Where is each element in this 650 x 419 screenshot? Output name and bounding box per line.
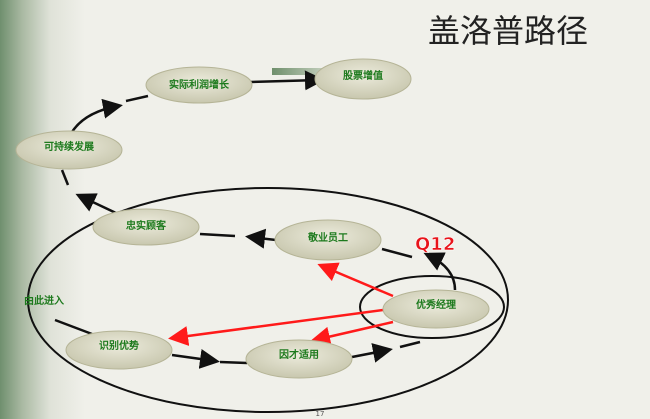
node-label: 可持续发展 — [44, 140, 94, 153]
q12-callout: Q12 — [415, 234, 455, 255]
accent-bar — [272, 68, 332, 75]
red-arrow-to-fit — [310, 320, 394, 347]
node-right-fit: 因才适用 — [245, 339, 353, 379]
node-identify-strengths: 识别优势 — [65, 330, 173, 370]
node-great-manager: 优秀经理 — [382, 289, 490, 329]
arrow-fit-to-manager — [351, 343, 393, 363]
arrow-manager-to-engaged — [423, 252, 457, 291]
slide-title: 盖洛普路径 — [428, 12, 588, 50]
arrow-strengths-to-fit — [171, 349, 220, 369]
node-label: 识别优势 — [99, 339, 139, 352]
red-arrow-to-strengths — [168, 308, 384, 346]
arrow-entry — [54, 318, 93, 336]
manager-influence-arrows — [168, 262, 394, 347]
arrow-loyal-to-sustain — [75, 193, 117, 215]
node-label: 敬业员工 — [307, 231, 348, 244]
node-loyal-customers: 忠实顾客 — [92, 208, 200, 246]
node-label: 优秀经理 — [416, 298, 456, 311]
arrow-engaged-to-loyal — [245, 228, 277, 249]
outer-ellipse — [27, 187, 509, 413]
page-number: 17 — [316, 410, 325, 418]
entry-label: 由此进入 — [24, 294, 64, 307]
node-stock-value: 股票增值 — [314, 58, 412, 100]
node-label: 忠实顾客 — [126, 219, 167, 232]
node-label: 股票增值 — [343, 69, 383, 82]
node-sustainable: 可持续发展 — [15, 130, 123, 170]
node-label: 因才适用 — [279, 348, 319, 361]
manager-ellipse — [359, 275, 505, 339]
node-engaged-employees: 敬业员工 — [274, 219, 382, 261]
red-arrow-to-engaged — [317, 262, 394, 298]
arrow-sustain-to-profit — [70, 98, 123, 133]
node-label: 实际利润增长 — [169, 78, 230, 91]
flow-arrows — [54, 70, 457, 369]
arrow-profit-to-stock — [249, 70, 325, 91]
node-profit-growth: 实际利润增长 — [145, 66, 253, 104]
